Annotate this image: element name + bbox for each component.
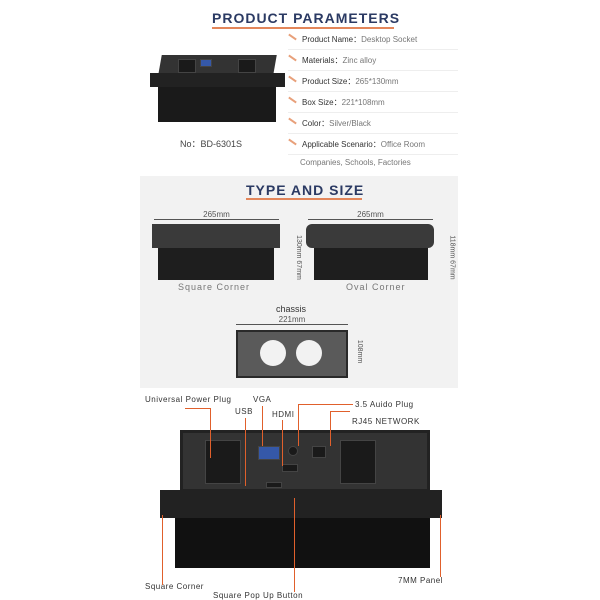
decoration: [296, 340, 322, 366]
callout-popup: Square Pop Up Button: [213, 591, 304, 600]
square-width: 265mm: [154, 210, 279, 220]
product-image-small: [150, 55, 285, 125]
decoration: [330, 411, 350, 412]
decoration: Applicable Scenario：: [302, 140, 381, 149]
chassis-image: [236, 330, 348, 378]
decoration: [298, 404, 353, 405]
product-panel-7mm: [160, 490, 442, 518]
decoration: Desktop Socket: [361, 35, 418, 44]
power-socket-right: [340, 440, 376, 484]
rj45-port: [312, 446, 326, 458]
decoration: [262, 406, 263, 446]
oval-box-lid: [306, 224, 434, 248]
decoration: [185, 408, 211, 409]
usb-port: [266, 482, 282, 488]
product-body: [175, 518, 430, 568]
param-row: Product Name：Desktop Socket: [288, 30, 458, 50]
decoration: Product Name：: [302, 35, 362, 44]
decoration: [158, 55, 277, 75]
slash-icon: [288, 138, 297, 146]
square-box-lid: [152, 224, 280, 248]
hdmi-port: [282, 464, 298, 472]
callout-vga: VGA: [253, 395, 272, 404]
type-size-title: TYPE AND SIZE: [246, 182, 365, 198]
decoration: [282, 420, 283, 466]
decoration: Color：: [302, 119, 330, 128]
callout-usb: USB: [235, 407, 253, 416]
slash-icon: [288, 33, 297, 41]
decoration: [440, 515, 441, 577]
decoration: [210, 408, 211, 458]
param-row: Box Size：221*108mm: [288, 93, 458, 113]
decoration: Box Size：: [302, 98, 342, 107]
vga-port: [258, 446, 280, 460]
decoration: 221*108mm: [341, 98, 385, 107]
power-socket-left: [205, 440, 241, 484]
callout-power: Universal Power Plug: [145, 395, 232, 404]
oval-width: 265mm: [308, 210, 433, 220]
decoration: [238, 59, 256, 73]
param-row: Applicable Scenario：Office Room: [288, 135, 458, 155]
decoration: Product Size：: [302, 77, 356, 86]
decoration: Silver/Black: [329, 119, 371, 128]
title-underline: [212, 27, 394, 29]
decoration: [162, 515, 163, 585]
callout-square-corner: Square Corner: [145, 582, 204, 591]
callout-audio: 3.5 Auido Plug: [355, 400, 414, 409]
chassis-height: 108mm: [356, 339, 364, 364]
callout-rj45: RJ45 NETWORK: [352, 417, 420, 426]
type-size-panel: TYPE AND SIZE 265mm 130mm 67mm Square Co…: [140, 176, 458, 388]
decoration: [298, 404, 299, 446]
decoration: Materials：: [302, 56, 343, 65]
chassis-label: chassis: [276, 304, 307, 314]
decoration: 265*130mm: [355, 77, 399, 86]
decoration: [245, 418, 246, 486]
square-height: 130mm 67mm: [294, 235, 302, 280]
decoration: [260, 340, 286, 366]
decoration: [158, 87, 276, 122]
slash-icon: [288, 96, 297, 104]
callout-panel: 7MM Panel: [398, 576, 443, 585]
decoration: Office Room: [380, 140, 426, 149]
slash-icon: [288, 117, 297, 125]
audio-port: [288, 446, 298, 456]
slash-icon: [288, 54, 297, 62]
decoration: [294, 498, 295, 592]
square-corner-label: Square Corner: [178, 282, 251, 292]
decoration: [200, 59, 212, 67]
decoration: [330, 411, 331, 446]
decoration: Companies, Schools, Factories: [300, 158, 411, 167]
chassis-width: 221mm: [236, 315, 348, 325]
decoration: [178, 59, 196, 73]
decoration: [150, 73, 285, 87]
param-row-extra: Companies, Schools, Factories: [288, 153, 458, 173]
square-box-body: [158, 248, 274, 280]
decoration: Zinc alloy: [342, 56, 377, 65]
slash-icon: [288, 75, 297, 83]
model-number: No：BD-6301S: [180, 139, 243, 149]
oval-corner-label: Oval Corner: [346, 282, 406, 292]
page-title: PRODUCT PARAMETERS: [212, 10, 401, 26]
oval-height: 118mm 67mm: [448, 235, 456, 280]
param-row: Materials：Zinc alloy: [288, 51, 458, 71]
param-row: Product Size：265*130mm: [288, 72, 458, 92]
callout-hdmi: HDMI: [272, 410, 295, 419]
decoration: [246, 198, 362, 200]
oval-box-body: [314, 248, 428, 280]
param-row: Color：Silver/Black: [288, 114, 458, 134]
